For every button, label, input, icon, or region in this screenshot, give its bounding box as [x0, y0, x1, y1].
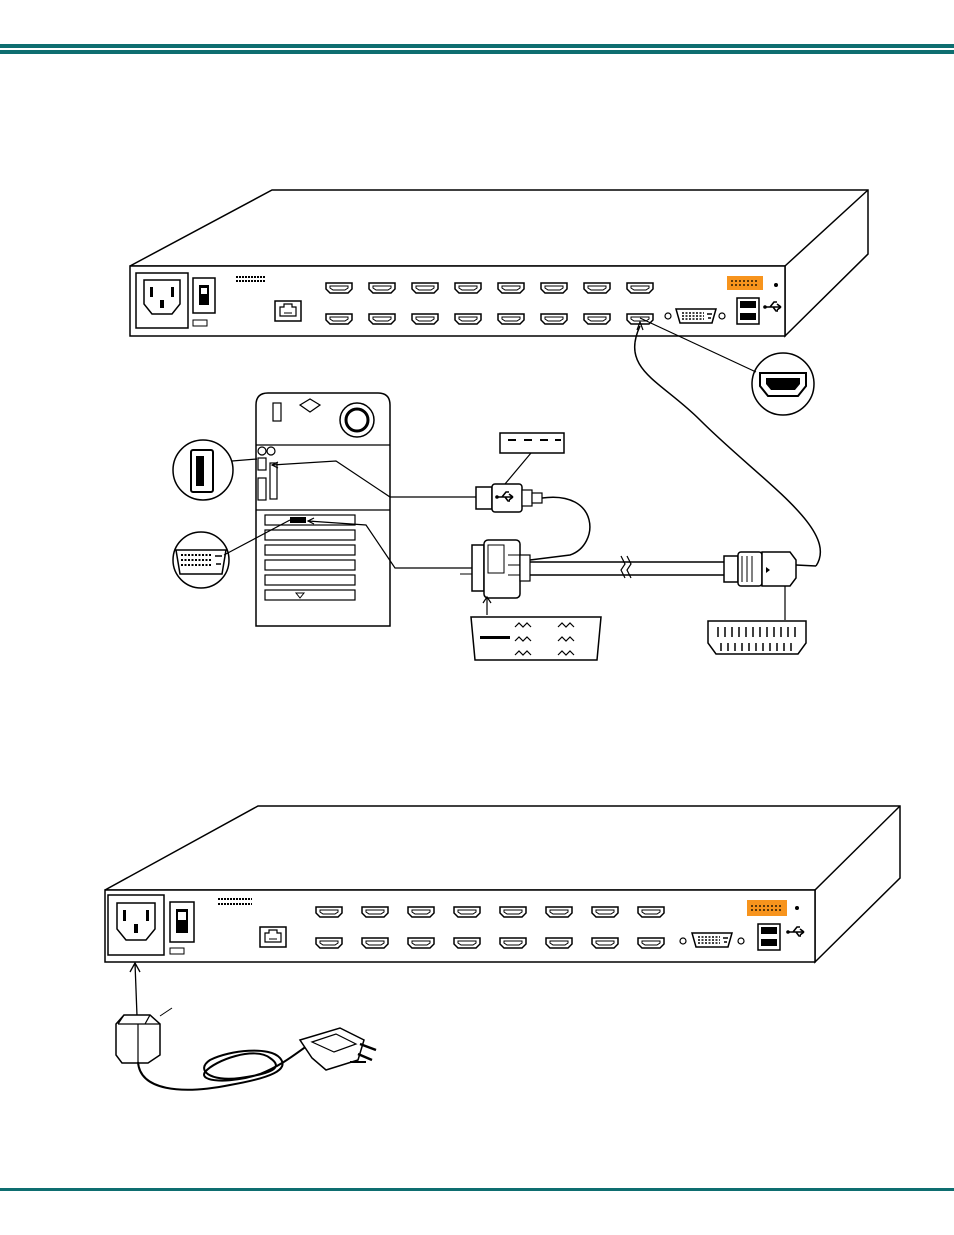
hdmi-port-icon: [454, 938, 480, 948]
hdmi-port-icon: [541, 283, 567, 293]
fuse-holder: [193, 320, 207, 326]
hdmi-port-icon: [627, 283, 653, 293]
hdmi-port-icon: [362, 938, 388, 948]
fuse-holder: [170, 948, 184, 954]
hdmi-port-icon: [546, 938, 572, 948]
hdmi-port-icon: [498, 283, 524, 293]
iec-inlet-icon: [108, 895, 164, 955]
rear-panel: [130, 266, 785, 336]
status-led: [774, 283, 778, 287]
usb-cable: [522, 497, 590, 561]
hdmi-port-icon: [369, 314, 395, 324]
hdmi-port-icon: [638, 907, 664, 917]
hdmi-port-icon: [412, 283, 438, 293]
rear-panel: [105, 890, 815, 962]
hdmi-plug: [724, 552, 816, 586]
expansion-slot: [265, 530, 355, 540]
dvi-plug: [460, 540, 530, 598]
hdmi-port-icon: [500, 938, 526, 948]
hdmi-port-icon: [498, 314, 524, 324]
expansion-slot: [265, 575, 355, 585]
hdmi-port-icon: [541, 314, 567, 324]
hdmi-port-icon: [455, 314, 481, 324]
computer-rear: [256, 393, 390, 626]
hdmi-port-icon: [592, 938, 618, 948]
hdmi-port-icon: [500, 907, 526, 917]
hdmi-port-icon: [326, 283, 352, 293]
hdmi-port-icon: [316, 938, 342, 948]
hdmi-port-icon: [584, 314, 610, 324]
hdmi-port-icon: [369, 283, 395, 293]
power-switch: [193, 278, 215, 313]
usb-a-end-view: [500, 433, 564, 484]
hdmi-port-icon: [408, 907, 434, 917]
hdmi-port-icon: [412, 314, 438, 324]
usb-a-connector-callout: [173, 440, 257, 500]
hdmi-port-icon: [408, 938, 434, 948]
rs232-terminal: [747, 900, 787, 916]
status-led: [795, 906, 799, 910]
rj45-icon: [275, 301, 301, 321]
dvi-port-icon: [676, 309, 716, 323]
hdmi-port-icon: [584, 283, 610, 293]
rj45-icon: [260, 927, 286, 947]
kvm-switch-bottom: [105, 806, 900, 962]
dvi-pinout-callout: [471, 597, 601, 660]
usb-port-pair: [737, 298, 759, 324]
hdmi-port-icon: [316, 907, 342, 917]
iec-inlet-icon: [136, 273, 188, 328]
hdmi-port-icon: [362, 907, 388, 917]
dvi-port-icon: [692, 933, 732, 947]
dvi-port-icon: [290, 517, 306, 523]
hdmi-port-icon: [546, 907, 572, 917]
hdmi-port-icon: [638, 938, 664, 948]
rs232-terminal: [727, 276, 763, 290]
hdmi-pinout-callout: [708, 586, 806, 654]
kvm-switch-top: [130, 190, 868, 336]
usb-plug: [476, 484, 542, 512]
hdmi-port-icon: [326, 314, 352, 324]
expansion-slot: [265, 560, 355, 570]
hdmi-port-icon: [592, 907, 618, 917]
power-cord: [116, 963, 376, 1090]
expansion-slot: [265, 590, 355, 600]
expansion-slot: [265, 545, 355, 555]
power-switch: [170, 902, 194, 942]
hdmi-port-icon: [454, 907, 480, 917]
usb-port-pair: [758, 924, 780, 950]
hdmi-port-icon: [455, 283, 481, 293]
